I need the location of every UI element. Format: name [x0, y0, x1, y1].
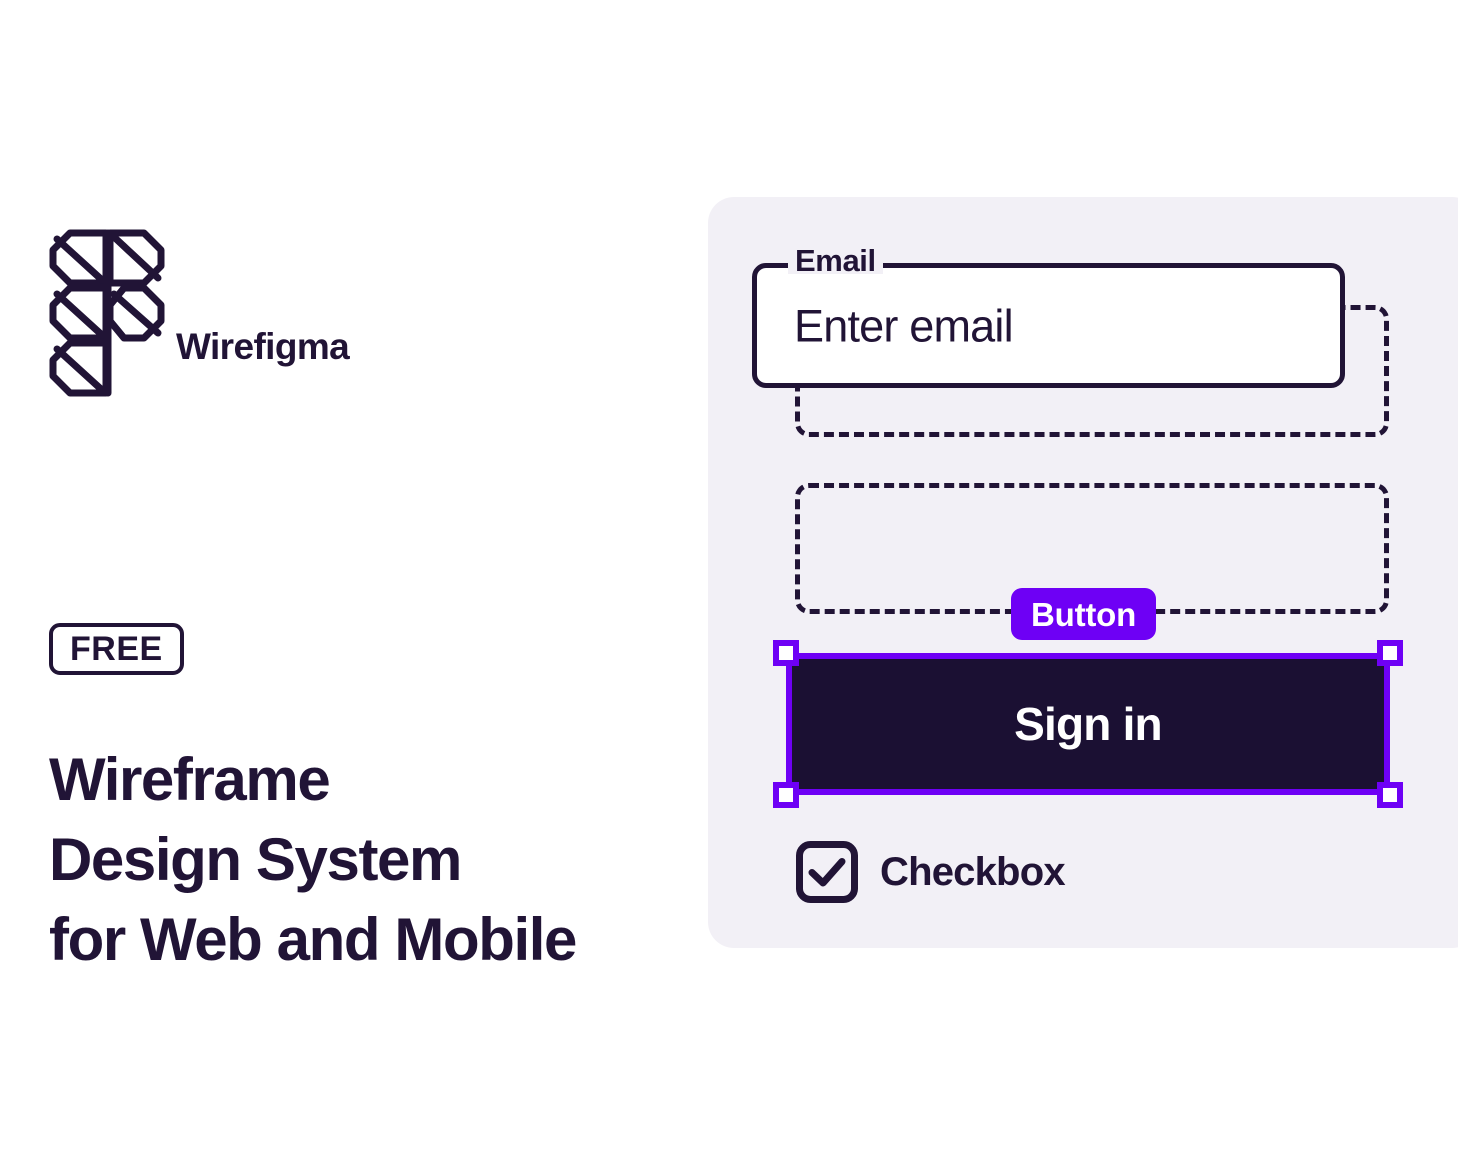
resize-handle-top-right[interactable]	[1377, 640, 1403, 666]
component-preview-panel: Email Enter email Button Sign in Checkbo…	[708, 197, 1458, 948]
checkbox-label: Checkbox	[880, 850, 1066, 894]
sign-in-button[interactable]: Sign in	[786, 653, 1390, 795]
email-field[interactable]: Email Enter email	[752, 245, 1345, 388]
email-field-border	[752, 263, 1345, 388]
email-field-label: Email	[795, 242, 876, 278]
headline-line-2: Design System	[49, 826, 462, 894]
sign-in-button-label: Sign in	[1014, 698, 1163, 750]
resize-handle-bottom-left[interactable]	[773, 782, 799, 808]
headline-line-1: Wireframe	[49, 746, 331, 814]
resize-handle-bottom-right[interactable]	[1377, 782, 1403, 808]
email-input-value[interactable]: Enter email	[794, 300, 1014, 351]
checkbox-input[interactable]	[796, 841, 858, 903]
page-title: Wireframe Design System for Web and Mobi…	[49, 740, 689, 980]
brand-lockup: Wirefigma	[48, 228, 350, 408]
sign-in-button-selection[interactable]: Sign in	[773, 640, 1403, 808]
selection-outline	[786, 653, 1390, 795]
checkmark-icon	[808, 858, 846, 887]
checkbox-row[interactable]: Checkbox	[796, 841, 1066, 903]
button-annotation-badge: Button	[1011, 588, 1157, 640]
free-badge: FREE	[49, 623, 184, 675]
brand-name: Wirefigma	[176, 326, 350, 367]
marketing-column: Wirefigma FREE Wireframe Design System f…	[0, 0, 700, 1150]
email-field-label-notch: Email	[788, 242, 883, 278]
resize-handle-top-left[interactable]	[773, 640, 799, 666]
headline-line-3: for Web and Mobile	[49, 906, 577, 974]
wirefigma-logo-icon	[48, 228, 168, 403]
